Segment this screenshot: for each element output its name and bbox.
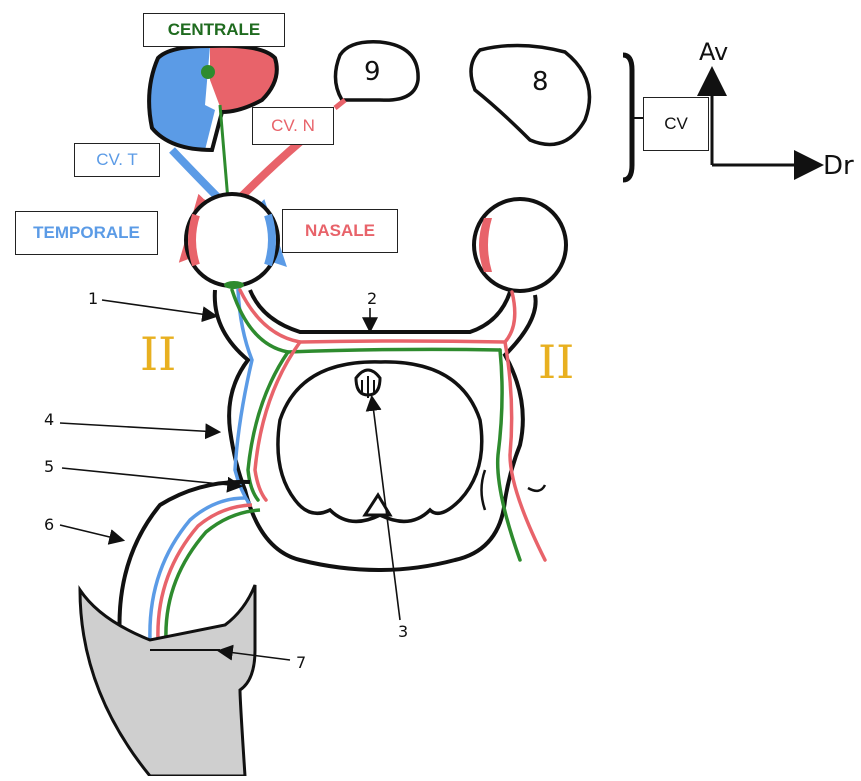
visual-field-blob bbox=[147, 43, 279, 153]
optic-tracts bbox=[230, 288, 547, 562]
label-6: 6 bbox=[44, 515, 54, 534]
nasale-label: NASALE bbox=[282, 209, 398, 253]
label-8: 8 bbox=[532, 67, 549, 97]
triangle-marker bbox=[362, 492, 393, 517]
right-eye bbox=[472, 197, 568, 293]
cv-label: CV bbox=[643, 97, 709, 151]
cv-bracket bbox=[622, 52, 635, 183]
shape-9 bbox=[333, 40, 420, 102]
label-2: 2 bbox=[367, 289, 377, 308]
label-1: 1 bbox=[88, 289, 98, 308]
centrale-label: CENTRALE bbox=[143, 13, 285, 47]
temporale-label: TEMPORALE bbox=[15, 211, 158, 255]
shape-8 bbox=[469, 43, 592, 147]
nerve-label-right: II bbox=[538, 335, 574, 389]
shape-9-connector bbox=[333, 98, 347, 110]
left-eye bbox=[184, 192, 280, 289]
visual-cortex bbox=[78, 584, 257, 778]
label-3: 3 bbox=[398, 622, 408, 641]
label-9: 9 bbox=[364, 57, 381, 87]
nerve-label-left: II bbox=[140, 327, 176, 381]
label-7: 7 bbox=[296, 653, 306, 672]
label-5: 5 bbox=[44, 457, 54, 476]
cv-t-label: CV. T bbox=[74, 143, 160, 177]
brain-outline bbox=[212, 289, 547, 572]
cv-n-label: CV. N bbox=[252, 107, 334, 145]
central-fixation-dot bbox=[201, 65, 215, 79]
label-4: 4 bbox=[44, 410, 54, 429]
axis-dr-label: Dr bbox=[823, 151, 854, 181]
axis-av-label: Av bbox=[699, 38, 728, 66]
